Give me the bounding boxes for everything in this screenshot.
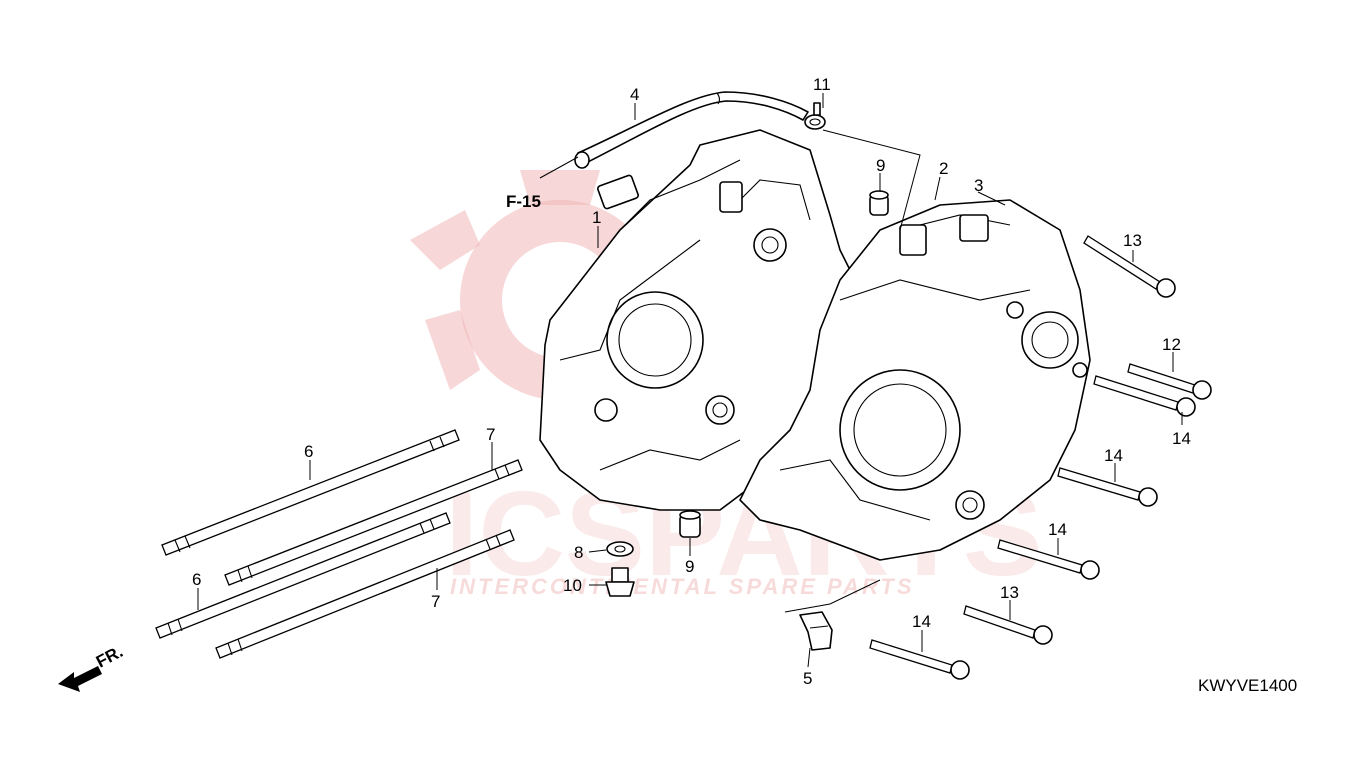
flange-bolt-14-b <box>1057 467 1158 507</box>
callouts: 1 2 3 4 5 6 6 7 7 8 9 9 10 11 12 13 13 1… <box>192 75 1191 688</box>
flange-bolt-14-c <box>997 539 1100 580</box>
cable-clamp <box>799 611 833 651</box>
flange-bolt-14-a <box>1093 375 1196 417</box>
callout-9-lower: 9 <box>685 557 694 576</box>
callout-3: 3 <box>974 176 983 195</box>
flange-bolt-13-lower <box>963 605 1053 645</box>
drain-bolt <box>605 567 635 597</box>
callout-6-upper: 6 <box>304 442 313 461</box>
tube-clip <box>804 102 826 130</box>
callout-7-lower: 7 <box>431 592 440 611</box>
flange-bolt-13-upper <box>1083 235 1176 298</box>
stud-bolt-7-lower <box>215 529 515 659</box>
callout-6-lower: 6 <box>192 570 201 589</box>
callout-2: 2 <box>939 159 948 178</box>
stud-bolt-6-lower <box>155 512 451 639</box>
stud-bolt-6-upper <box>161 429 460 556</box>
callout-4: 4 <box>630 85 639 104</box>
callout-14-c: 14 <box>1048 520 1067 539</box>
watermark-tagline: INTERCONTINENTAL SPARE PARTS <box>450 574 915 599</box>
dowel-pin-upper <box>869 190 889 216</box>
sealing-washer <box>606 541 634 557</box>
crankcase-left <box>739 199 1091 561</box>
leader-lines <box>197 93 1183 668</box>
callout-13-upper: 13 <box>1123 231 1142 250</box>
callout-14-d: 14 <box>912 612 931 631</box>
callout-13-lower: 13 <box>1000 583 1019 602</box>
front-direction-marker: FR. <box>58 642 126 692</box>
crankcase-right <box>539 129 871 511</box>
flange-bolt-14-d <box>869 639 970 680</box>
reference-label: F-15 <box>506 192 541 211</box>
breather-tube <box>574 91 809 169</box>
callout-1: 1 <box>592 208 601 227</box>
stud-bolt-7-upper <box>224 459 523 586</box>
diagram-code: KWYVE1400 <box>1198 676 1297 695</box>
callout-14-a: 14 <box>1172 429 1191 448</box>
dowel-pin-lower <box>679 510 701 538</box>
callout-8: 8 <box>574 543 583 562</box>
callout-14-b: 14 <box>1104 446 1123 465</box>
front-arrow-icon <box>58 666 102 692</box>
callout-12: 12 <box>1162 335 1181 354</box>
callout-9-upper: 9 <box>876 156 885 175</box>
callout-11: 11 <box>813 75 831 94</box>
callout-10: 10 <box>563 576 582 595</box>
flange-bolt-12 <box>1127 363 1212 400</box>
callout-7-upper: 7 <box>486 425 495 444</box>
callout-5: 5 <box>803 669 812 688</box>
